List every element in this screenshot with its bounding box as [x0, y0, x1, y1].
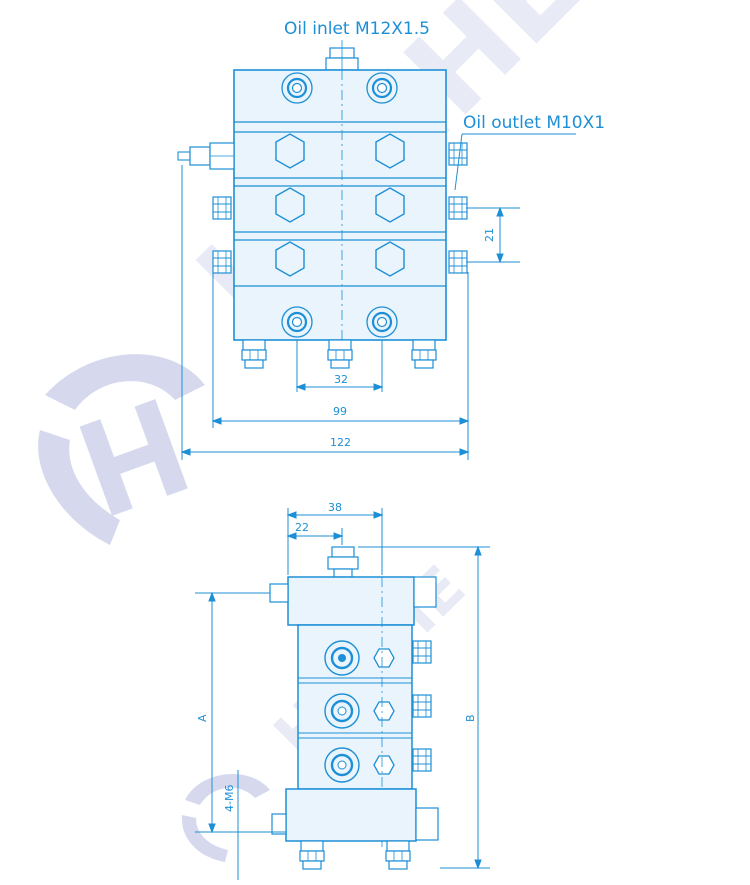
side-port-large-icon: [324, 693, 360, 729]
watermark-logo-icon: [38, 354, 205, 545]
dimension-38: [286, 508, 384, 575]
side-bottom-nut-icon: [299, 840, 325, 870]
side-bottom-pin: [271, 813, 287, 835]
side-port-large-icon: [324, 747, 360, 783]
oil-outlet-label: Oil outlet M10X1: [463, 113, 605, 133]
dimension-body-width: [211, 272, 470, 428]
outlet-fitting-left-icon: [212, 196, 232, 220]
side-bottom-nut-icon: [385, 840, 411, 870]
side-right-fitting-icon: [412, 748, 432, 772]
side-section-lines: [298, 677, 412, 739]
side-right-fitting-icon: [412, 694, 432, 718]
front-view: Oil inlet M12X1.5: [177, 19, 605, 460]
side-hexnut-icon: [373, 755, 395, 775]
dim-section-pitch: 21: [483, 228, 496, 242]
dim-overall-width: 122: [330, 436, 351, 449]
outlet-fitting-right-icon: [448, 250, 468, 274]
outlet-fitting-right-icon: [448, 196, 468, 220]
outlet-fitting-left-icon: [212, 250, 232, 274]
bottom-nut-icon: [241, 339, 267, 369]
dimension-inlet-pitch: [295, 340, 384, 392]
oil-outlet-leader: [454, 133, 576, 191]
inlet-fitting: [325, 40, 359, 71]
watermark-logo-small-icon: [181, 773, 270, 862]
dimension-section-pitch: [466, 206, 520, 264]
oil-inlet-label: Oil inlet M12X1.5: [284, 19, 430, 39]
side-left-pin: [269, 583, 289, 603]
bottom-nut-icon: [411, 339, 437, 369]
dimension-b: [358, 545, 490, 870]
dimension-a: [195, 591, 286, 834]
side-inlet-fitting: [327, 546, 359, 578]
outlet-fitting-right-icon: [448, 142, 468, 166]
valve-body: [233, 69, 447, 341]
dim-body-width: 99: [333, 405, 347, 418]
indicator-pin-icon: [177, 142, 235, 170]
dimension-overall-width: [180, 165, 470, 460]
side-bottom-fitting: [415, 807, 439, 841]
dim-38: 38: [328, 501, 342, 514]
side-top-fitting: [413, 576, 437, 608]
section-lines: [234, 121, 446, 287]
dim-22: 22: [295, 521, 309, 534]
side-hexnut-icon: [373, 648, 395, 668]
side-view: 38 22: [195, 501, 490, 880]
side-right-fitting-icon: [412, 640, 432, 664]
dimension-22: [286, 528, 344, 545]
dim-mount-holes: 4-M6: [223, 785, 236, 812]
side-mid-body: [297, 624, 413, 790]
dim-b: B: [464, 714, 477, 722]
side-bottom-block: [285, 788, 417, 842]
side-top-block: [287, 576, 415, 626]
side-port-large-icon: [324, 640, 360, 676]
dim-inlet-pitch: 32: [334, 373, 348, 386]
dim-a: A: [196, 714, 209, 722]
bottom-nut-icon: [327, 339, 353, 369]
side-hexnut-icon: [373, 701, 395, 721]
